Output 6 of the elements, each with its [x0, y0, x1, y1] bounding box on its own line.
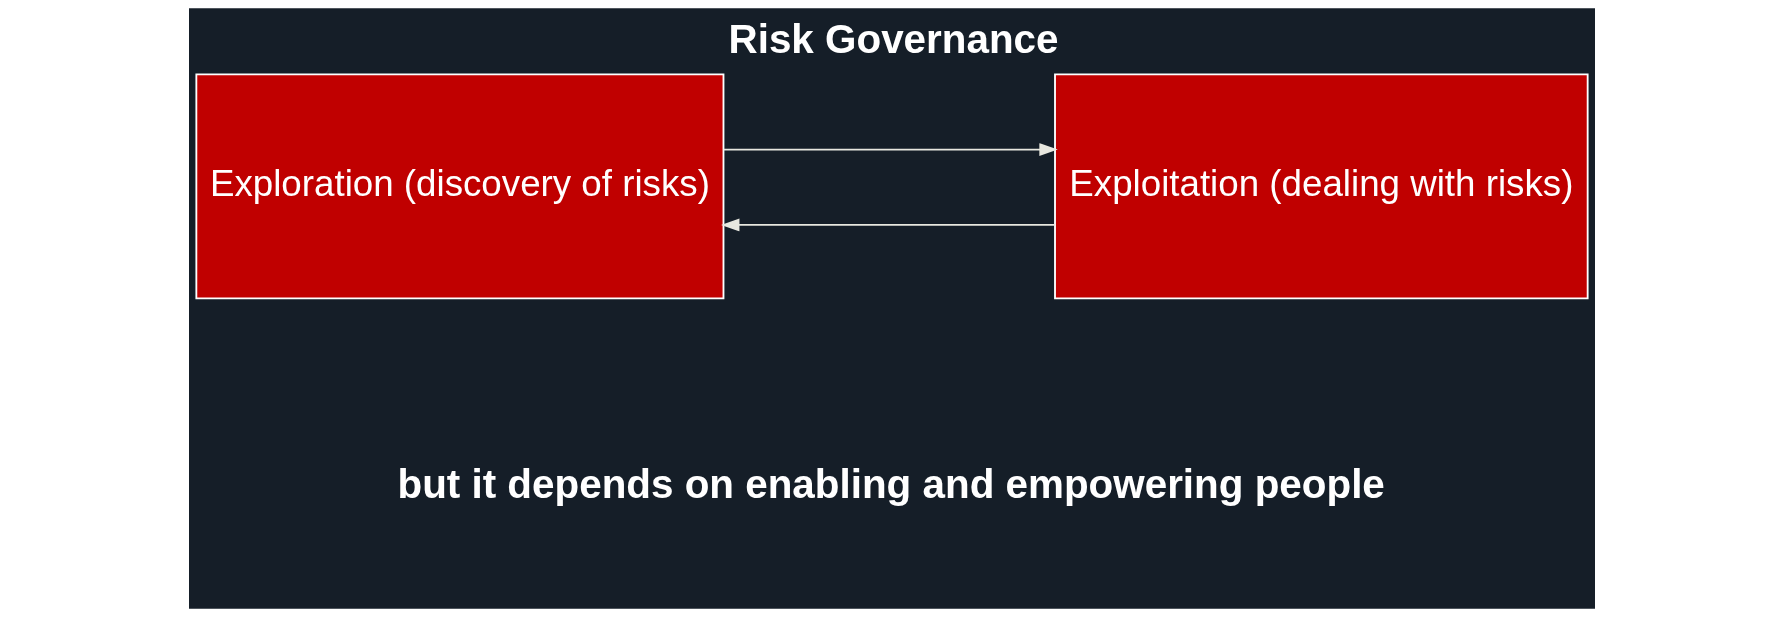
arrow	[720, 218, 1056, 232]
arrow	[722, 143, 1058, 157]
diagram-title: Risk Governance	[728, 16, 1059, 63]
caption: but it depends on enabling and empowering people	[396, 460, 1385, 507]
node-box: Exploitation (dealing with risks)	[1053, 73, 1589, 300]
node-box: Exploration (discovery of risks)	[194, 73, 724, 300]
